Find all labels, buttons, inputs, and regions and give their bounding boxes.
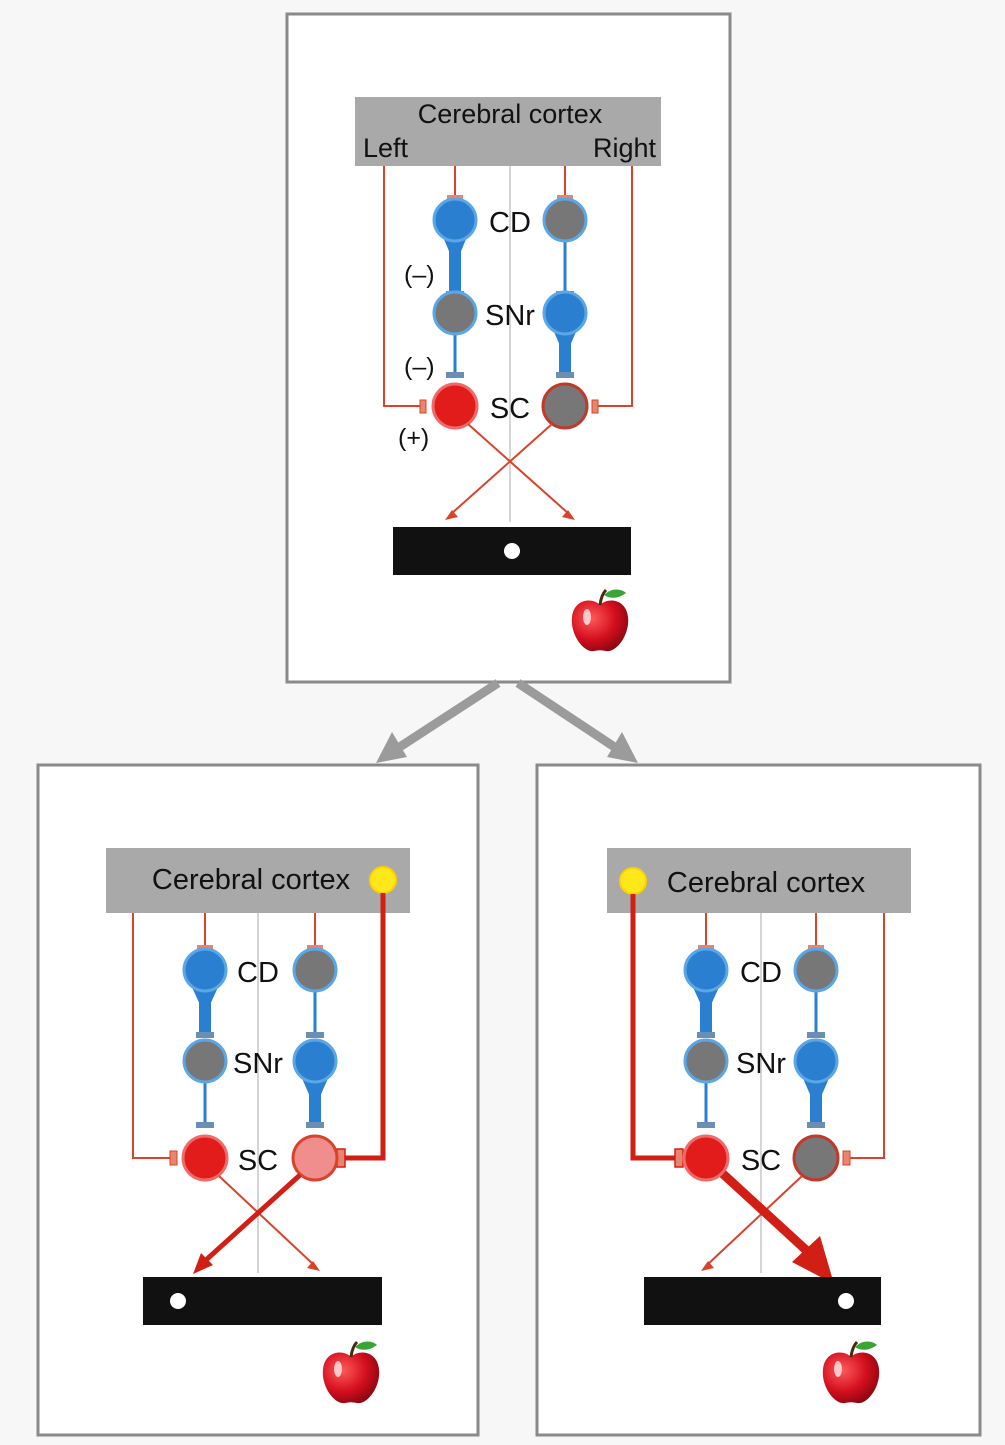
sc-label: SC [741, 1145, 781, 1177]
flow-arrow-right [515, 679, 638, 763]
left-sc-neuron [181, 1134, 229, 1182]
sign-cortex-sc: (+) [398, 424, 429, 452]
cortex-label: Cerebral cortex [418, 99, 603, 129]
panel-bottom-left: Cerebral cortex [106, 848, 410, 1404]
sc-output-crossing [701, 1169, 834, 1284]
snr-label: SNr [233, 1048, 283, 1080]
sign-cd-snr: (–) [404, 261, 435, 289]
sc-output-crossing [445, 423, 575, 520]
sc-label: SC [490, 393, 530, 425]
right-hemisphere-label: Right [593, 133, 657, 163]
cd-label: CD [740, 957, 782, 989]
snr-label: SNr [736, 1048, 786, 1080]
right-cd-neuron [793, 947, 839, 993]
right-cortex-sc-line [849, 913, 885, 1159]
right-cortex-sc-line [343, 893, 386, 1161]
active-cortex-dot [369, 866, 397, 894]
apple-icon [822, 1340, 880, 1404]
flow-arrow-left [376, 679, 501, 763]
left-hemisphere-label: Left [363, 133, 409, 163]
left-cd-neuron [182, 947, 228, 993]
right-sc-neuron [291, 1134, 339, 1182]
left-cd-neuron [683, 947, 729, 993]
snr-label: SNr [485, 300, 535, 332]
sc-output-crossing [193, 1173, 320, 1274]
right-sc-neuron [541, 382, 589, 430]
left-sc-synapse [169, 1150, 178, 1166]
left-cortex-sc-line [383, 166, 420, 407]
cd-label: CD [489, 207, 531, 239]
cortex-label: Cerebral cortex [152, 864, 351, 896]
right-snr-neuron [292, 1038, 338, 1084]
left-cortex-sc-line [132, 913, 170, 1159]
left-snr-neuron [182, 1038, 228, 1084]
cortex-box [607, 848, 911, 913]
right-snr-neuron [793, 1038, 839, 1084]
cortex-box [355, 97, 661, 166]
right-cd-neuron [292, 947, 338, 993]
left-sc-synapse [419, 399, 427, 414]
left-cd-neuron [432, 197, 478, 243]
cortex-box [106, 848, 410, 913]
right-sc-synapse [842, 1150, 851, 1166]
right-snr-neuron [542, 290, 588, 336]
left-snr-neuron [432, 290, 478, 336]
left-sc-neuron [431, 382, 479, 430]
left-cortex-sc-line [630, 894, 677, 1161]
saccade-target [838, 1293, 854, 1309]
right-cd-neuron [542, 197, 588, 243]
panel-top: Cerebral cortex Left Right [355, 97, 661, 652]
saccade-target [170, 1293, 186, 1309]
left-sc-synapse [674, 1148, 684, 1168]
sc-label: SC [238, 1145, 278, 1177]
left-sc-neuron [682, 1134, 730, 1182]
active-cortex-dot [619, 867, 647, 895]
apple-icon [322, 1340, 380, 1404]
right-cortex-sc-line [598, 166, 633, 407]
cd-label: CD [237, 957, 279, 989]
panel-bottom-right: Cerebral cortex [607, 848, 911, 1404]
apple-icon [571, 588, 629, 652]
cortex-label: Cerebral cortex [667, 867, 866, 899]
fixation-target [504, 543, 520, 559]
right-sc-neuron [792, 1134, 840, 1182]
right-sc-synapse [591, 399, 599, 414]
sign-snr-sc: (–) [404, 353, 435, 381]
left-snr-neuron [683, 1038, 729, 1084]
